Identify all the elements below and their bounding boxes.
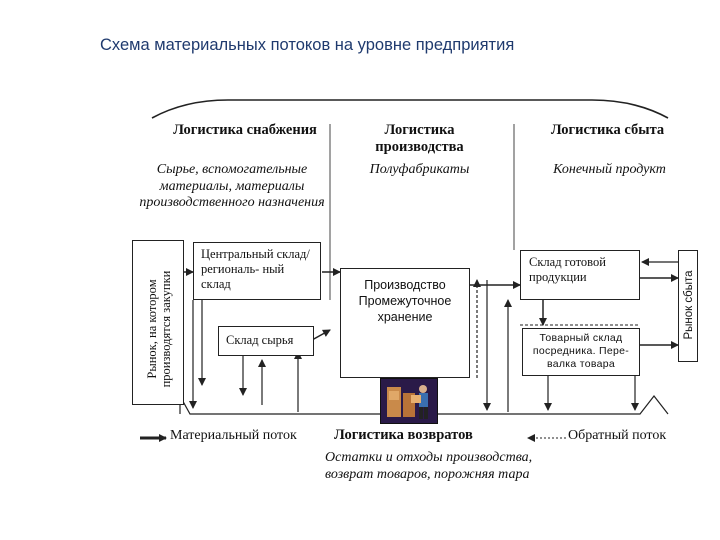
legend-material-flow-label: Материальный поток <box>170 428 297 443</box>
finished-warehouse-label: Склад готовой продукции <box>529 255 606 284</box>
column-header-sales: Логистика сбыта <box>550 122 665 138</box>
legend-reverse-flow-label: Обратный поток <box>568 428 667 443</box>
column-subtitle-supply: Сырье, вспомогательные материалы, матери… <box>139 162 325 210</box>
column-header-supply: Логистика снабжения <box>173 122 317 138</box>
right-market-box: Рынок сбыта <box>678 250 698 362</box>
raw-warehouse-label: Склад сырья <box>226 333 294 347</box>
returns-subtitle: Остатки и отходы производства, возврат т… <box>325 450 533 482</box>
worker-with-boxes-icon <box>380 378 438 424</box>
finished-warehouse-box: Склад готовой продукции <box>520 250 640 300</box>
right-market-label: Рынок сбыта <box>683 270 695 340</box>
column-header-production: Логистика производства <box>375 122 464 155</box>
intermediary-warehouse-label: Товарный склад посредника. Пере- валка т… <box>532 332 630 370</box>
column-subtitle-production: Полуфабрикаты <box>369 162 470 177</box>
production-box: Производство Промежуточное хранение <box>340 268 470 378</box>
central-warehouse-label: Центральный склад/региональ- ный склад <box>201 247 310 291</box>
returns-header: Логистика возвратов <box>334 427 473 443</box>
column-subtitle-sales: Конечный продукт <box>553 162 666 177</box>
raw-warehouse-box: Склад сырья <box>218 326 314 356</box>
intermediary-warehouse-box: Товарный склад посредника. Пере- валка т… <box>522 328 640 376</box>
top-frame <box>151 99 669 119</box>
left-market-label: Рынок, на котором производятся закупки <box>145 270 173 388</box>
production-label: Производство Промежуточное хранение <box>358 278 452 324</box>
left-market-box: Рынок, на котором производятся закупки <box>132 240 184 405</box>
central-warehouse-box: Центральный склад/региональ- ный склад <box>193 242 321 300</box>
page-title: Схема материальных потоков на уровне пре… <box>100 36 515 54</box>
flow-raw-to-production <box>311 329 331 341</box>
